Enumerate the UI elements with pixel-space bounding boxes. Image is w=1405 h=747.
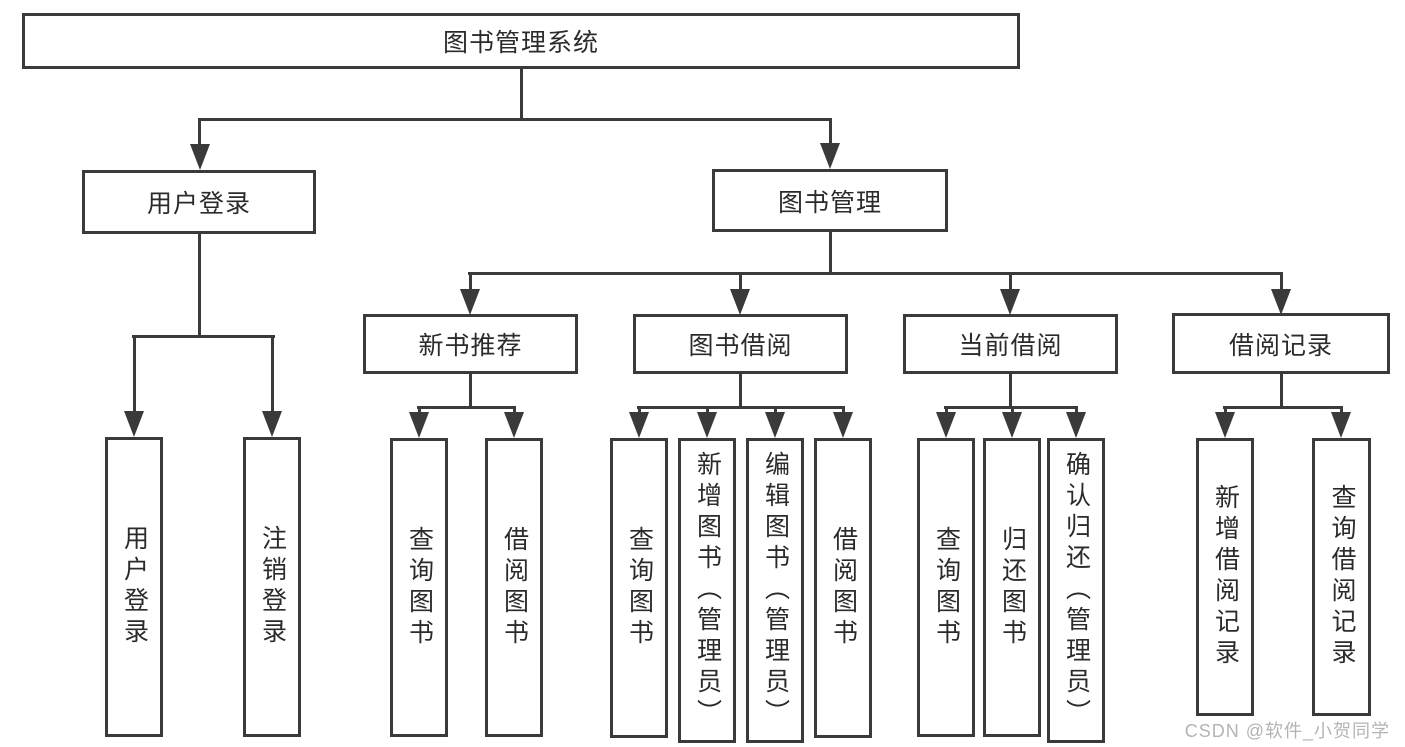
connector-groupD-drop2 (1340, 406, 1343, 416)
leaf-logout-label: 注销登录 (258, 525, 287, 649)
connector-groupD-stem (1280, 374, 1283, 406)
connector-groupA-bar (417, 406, 516, 409)
connector-groupC-stem (1009, 374, 1012, 406)
leaf-return-books-label: 归还图书 (998, 525, 1027, 650)
csdn-watermark: CSDN @软件_小贺同学 (1184, 721, 1390, 741)
connector-drop-borrow-record (1280, 272, 1283, 292)
arrow-into-user-login (190, 144, 210, 170)
node-new-book-recommend-label: 新书推荐 (418, 332, 523, 360)
leaf-confirm-return-admin: 确认归还（管理员） (1047, 438, 1105, 743)
arrow-groupB-3 (765, 412, 785, 438)
leaf-add-borrow-record-label: 新增借阅记录 (1211, 484, 1240, 670)
arrow-groupA-1 (409, 412, 429, 438)
connector-groupB-stem (739, 374, 742, 406)
connector-groupA-stem (469, 374, 472, 406)
leaf-query-borrow-record-label: 查询借阅记录 (1328, 484, 1356, 670)
connector-drop-login-leaf (133, 335, 136, 413)
connector-drop-user-login (198, 118, 201, 146)
node-new-book-recommend: 新书推荐 (363, 314, 578, 374)
arrow-into-new-book (460, 289, 480, 315)
arrow-into-login-leaf (124, 411, 144, 437)
leaf-query-books-c-label: 查询图书 (932, 525, 961, 650)
leaf-confirm-return-admin-label: 确认归还（管理员） (1062, 451, 1091, 730)
arrow-into-borrow-record (1271, 289, 1291, 315)
node-borrowing-records: 借阅记录 (1172, 313, 1390, 374)
connector-groupC-drop3 (1075, 406, 1078, 416)
leaf-user-login-label: 用户登录 (120, 525, 149, 649)
node-root-label: 图书管理系统 (442, 29, 599, 57)
arrow-groupB-4 (833, 412, 853, 438)
connector-user-login-bar (132, 335, 275, 338)
leaf-query-books-b-label: 查询图书 (625, 526, 654, 650)
connector-groupD-drop1 (1224, 406, 1227, 416)
arrow-groupD-1 (1215, 412, 1235, 438)
arrow-into-current-borrow (1000, 289, 1020, 315)
node-book-mgmt: 图书管理 (712, 169, 948, 232)
leaf-return-books: 归还图书 (983, 438, 1041, 737)
arrow-into-book-borrow (730, 289, 750, 315)
arrow-groupC-2 (1002, 412, 1022, 438)
leaf-edit-books-admin: 编辑图书（管理员） (746, 438, 804, 743)
arrow-into-book-mgmt (820, 143, 840, 169)
connector-groupC-drop1 (945, 406, 948, 416)
leaf-user-login: 用户登录 (105, 437, 163, 737)
node-current-borrowing: 当前借阅 (903, 314, 1118, 374)
arrow-groupB-1 (629, 412, 649, 438)
leaf-add-books-admin-label: 新增图书（管理员） (693, 451, 722, 730)
connector-groupB-drop4 (842, 406, 845, 416)
leaf-query-books-a-label: 查询图书 (405, 525, 434, 650)
arrow-groupA-2 (504, 412, 524, 438)
connector-root-stem (520, 69, 523, 118)
connector-drop-current-borrow (1009, 272, 1012, 292)
connector-groupC-drop2 (1011, 406, 1014, 416)
connector-groupB-drop2 (706, 406, 709, 416)
node-borrowing-records-label: 借阅记录 (1228, 331, 1333, 360)
node-current-borrowing-label: 当前借阅 (958, 332, 1063, 360)
connector-groupA-drop2 (513, 406, 516, 416)
leaf-add-books-admin: 新增图书（管理员） (678, 438, 736, 743)
leaf-query-books-a: 查询图书 (390, 438, 448, 737)
connector-drop-book-borrow (739, 272, 742, 292)
leaf-borrow-books-b: 借阅图书 (814, 438, 872, 738)
leaf-query-books-c: 查询图书 (917, 438, 975, 737)
connector-drop-new-book (469, 272, 472, 292)
leaf-add-borrow-record: 新增借阅记录 (1196, 438, 1254, 716)
leaf-borrow-books-b-label: 借阅图书 (829, 526, 858, 650)
leaf-query-books-b: 查询图书 (610, 438, 668, 738)
leaf-edit-books-admin-label: 编辑图书（管理员） (761, 451, 790, 730)
node-root: 图书管理系统 (22, 13, 1020, 69)
connector-groupB-drop1 (638, 406, 641, 416)
connector-level3-bar (468, 272, 1283, 275)
leaf-query-borrow-record: 查询借阅记录 (1312, 438, 1371, 716)
arrow-groupB-2 (697, 412, 717, 438)
leaf-logout: 注销登录 (243, 437, 301, 737)
connector-drop-book-mgmt (829, 118, 832, 146)
leaf-borrow-books-a-label: 借阅图书 (500, 525, 529, 650)
connector-user-login-stem (198, 234, 201, 335)
arrow-groupD-2 (1331, 412, 1351, 438)
node-book-borrowing-label: 图书借阅 (688, 332, 793, 360)
node-book-borrowing: 图书借阅 (633, 314, 848, 374)
node-user-login: 用户登录 (82, 170, 316, 234)
arrow-groupC-3 (1066, 412, 1086, 438)
connector-book-mgmt-stem (829, 232, 832, 272)
leaf-borrow-books-a: 借阅图书 (485, 438, 543, 737)
connector-drop-logout-leaf (271, 335, 274, 413)
node-book-mgmt-label: 图书管理 (777, 188, 882, 217)
arrow-into-logout-leaf (262, 411, 282, 437)
node-user-login-label: 用户登录 (146, 190, 251, 218)
connector-groupD-bar (1223, 406, 1343, 409)
connector-groupA-drop1 (418, 406, 421, 416)
connector-groupB-drop3 (774, 406, 777, 416)
arrow-groupC-1 (936, 412, 956, 438)
connector-groupB-bar (637, 406, 845, 409)
connector-level2-bar (198, 118, 832, 121)
